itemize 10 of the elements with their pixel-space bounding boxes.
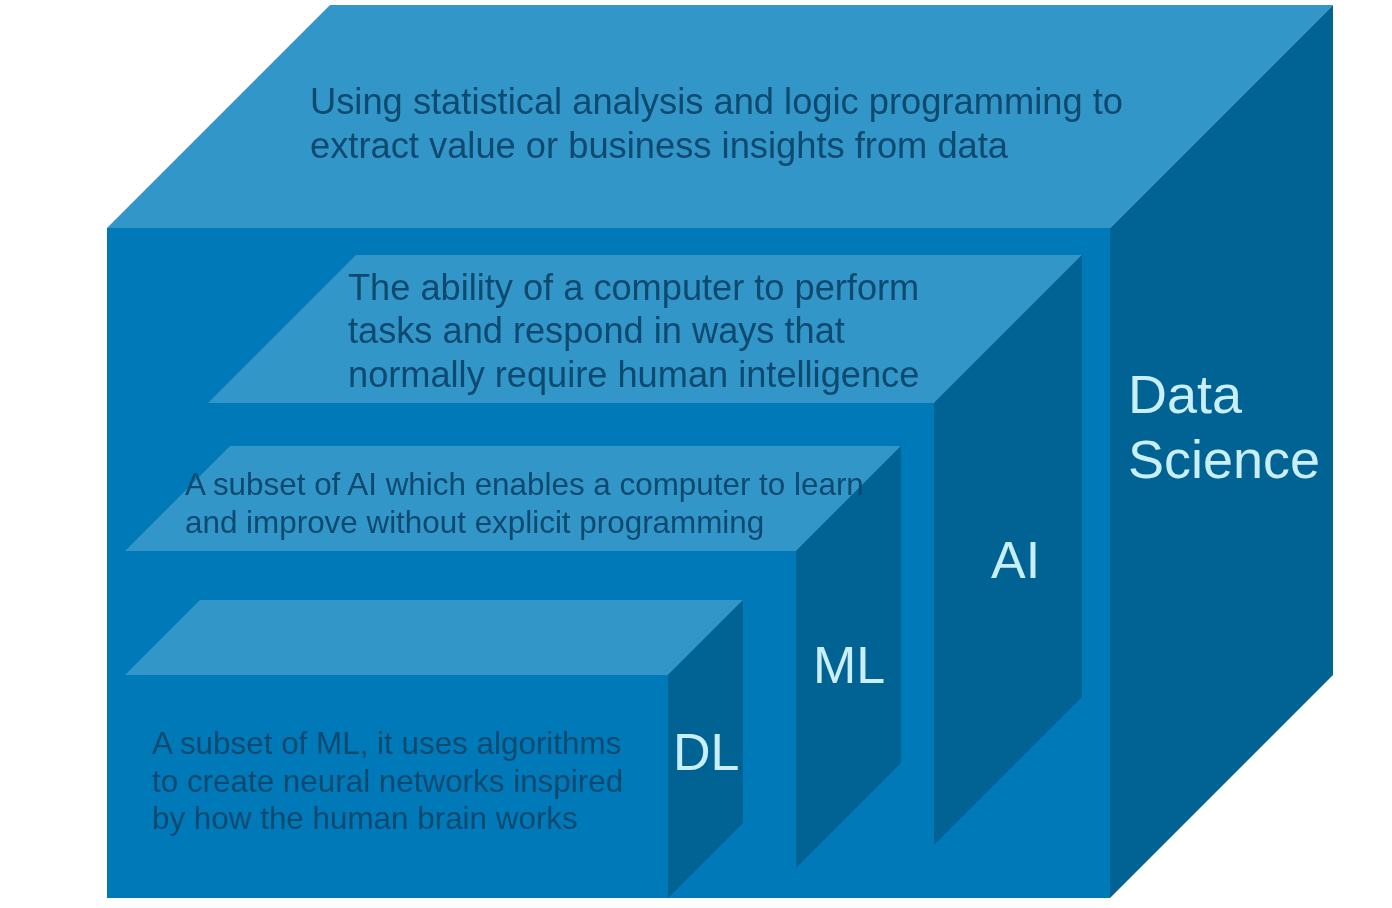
description-text: Using statistical analysis and logic programming to extract value or business insights from data [310, 80, 1124, 168]
cube-block [107, 5, 1333, 898]
description-text: The ability of a computer to perform tasks and respond in ways that normally require human intelligence [348, 266, 921, 397]
layer-label: ML [813, 635, 887, 696]
layer-label: DL [673, 722, 741, 783]
layer-label: Data Science [1128, 363, 1322, 491]
layer-label: AI [991, 530, 1042, 591]
description-text: A subset of ML, it uses algorithms to create neural networks inspired by how the human brain works [152, 725, 625, 839]
description-text: A subset of AI which enables a computer to learn and improve without explicit programming [185, 466, 865, 542]
cube-block [125, 600, 743, 898]
